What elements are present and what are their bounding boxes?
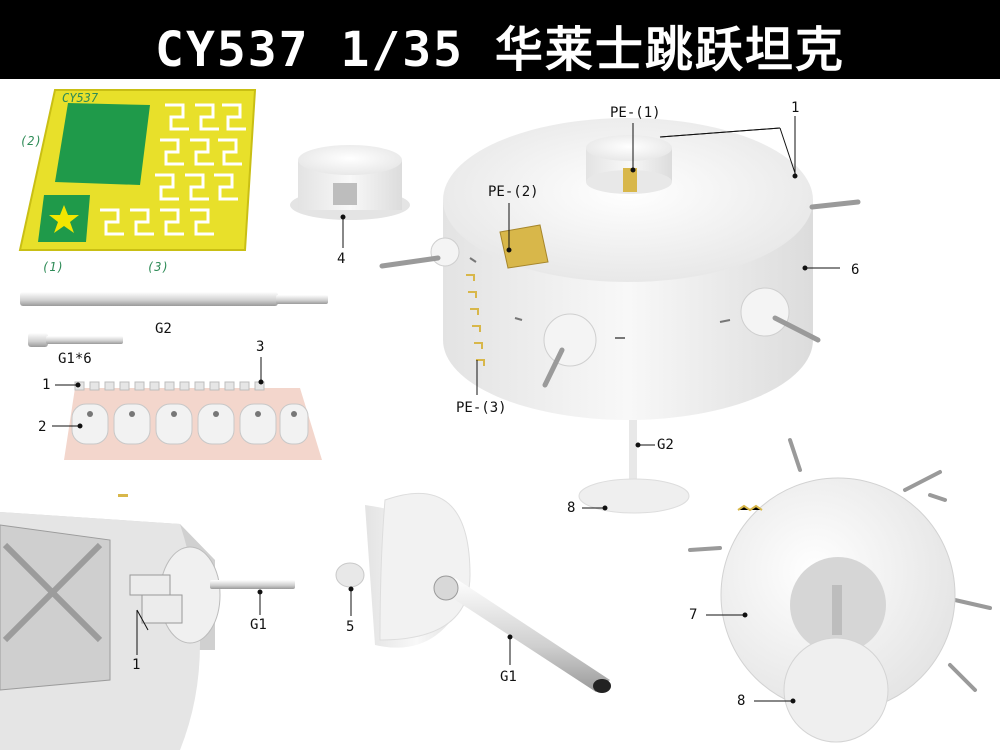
main-turret: [379, 118, 861, 514]
interior-detail: [0, 494, 295, 750]
callout-g1-detail: G1: [250, 617, 267, 633]
pe-label-1: (1): [42, 260, 64, 274]
callout-part-5: 5: [346, 619, 355, 635]
callout-part-6: 6: [851, 262, 860, 278]
callout-part-8-bottom: 8: [737, 693, 746, 709]
stand-base: [578, 478, 690, 514]
callout-part-1: 1: [791, 100, 800, 116]
callout-1-detail: 1: [132, 657, 141, 673]
callout-pe-3: PE-(3): [456, 400, 507, 416]
label-g1-part: G1*6: [58, 351, 92, 367]
pe-fret: [18, 89, 257, 251]
callout-g1-gun: G1: [500, 669, 517, 685]
label-sprue-3: 3: [256, 339, 265, 355]
callout-pe-1: PE-(1): [610, 105, 661, 121]
title-bar: [0, 0, 1000, 79]
stand-post: [629, 420, 637, 490]
star-icon: [49, 205, 79, 233]
callout-part-7: 7: [689, 607, 698, 623]
pe-label-3: (3): [147, 260, 169, 274]
label-sprue-2: 2: [38, 419, 47, 435]
pe-sheet-code: CY537: [62, 91, 99, 105]
callout-g2: G2: [657, 437, 674, 453]
resin-sprue: [64, 381, 322, 460]
barrel-g1: [28, 333, 123, 347]
pe-part-2: [55, 103, 150, 185]
label-g2-part: G2: [155, 321, 172, 337]
barrel-g2: [20, 292, 328, 306]
leader-lines: [52, 116, 840, 704]
pe-part-3-group: [100, 103, 246, 236]
cupola-part-4: [290, 145, 410, 220]
callout-part-8: 8: [567, 500, 576, 516]
gun-mantlet: [335, 492, 611, 693]
callout-pe-2: PE-(2): [488, 184, 539, 200]
bottom-view: [688, 438, 992, 743]
label-cupola-4: 4: [337, 251, 346, 267]
page-title: CY537 1/35 华莱士跳跃坦克: [155, 22, 845, 78]
label-sprue-1: 1: [42, 377, 51, 393]
pe-label-2: (2): [20, 134, 42, 148]
